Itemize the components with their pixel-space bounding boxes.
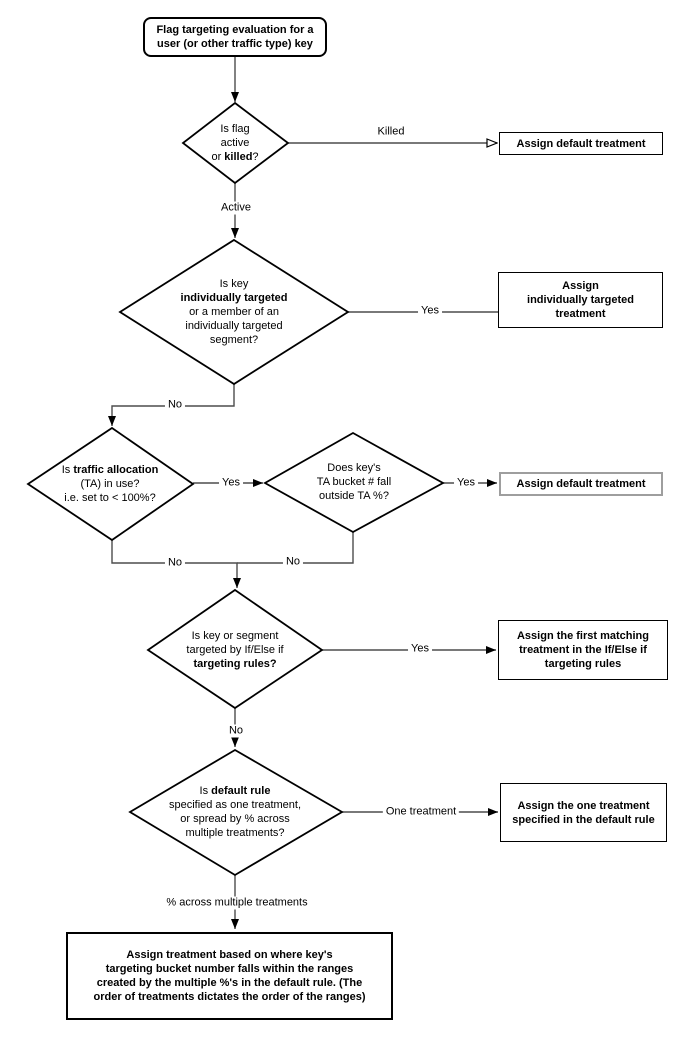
edge-label-one-treatment: One treatment xyxy=(382,805,460,819)
assign-default-treatment-box-1: Assign default treatment xyxy=(499,132,663,155)
edge-label-active: Active xyxy=(218,201,254,215)
edge-label-no-bucket: No xyxy=(282,555,304,569)
decision-individually-targeted xyxy=(118,238,350,386)
edge-label-no-rules: No xyxy=(225,724,247,738)
edge-label-yes-individually: Yes xyxy=(418,304,442,318)
edge-no-bucket xyxy=(237,532,354,564)
assign-default-treatment-text-1: Assign default treatment xyxy=(516,137,646,150)
decision-flag-active-or-killed xyxy=(181,101,290,185)
edge-label-no-individually: No xyxy=(164,398,186,412)
edge-label-yes-traffic: Yes xyxy=(219,476,243,490)
decision-ta-bucket xyxy=(263,431,445,534)
assign-default-treatment-box-2: Assign default treatment xyxy=(499,472,663,496)
edge-label-pct-multiple: % across multiple treatments xyxy=(163,896,311,910)
decision-traffic-allocation xyxy=(26,426,195,542)
edge-label-yes-bucket: Yes xyxy=(454,476,478,490)
edge-label-killed: Killed xyxy=(374,125,408,139)
decision-default-rule xyxy=(128,748,344,877)
assign-default-treatment-text-2: Assign default treatment xyxy=(516,478,646,490)
edge-label-yes-rules: Yes xyxy=(408,642,432,656)
decision-traffic-allocation-text: Is traffic allocation(TA) in use?i.e. se… xyxy=(61,464,159,504)
decision-targeting-rules xyxy=(146,588,324,710)
edge-label-no-traffic: No xyxy=(164,556,186,570)
